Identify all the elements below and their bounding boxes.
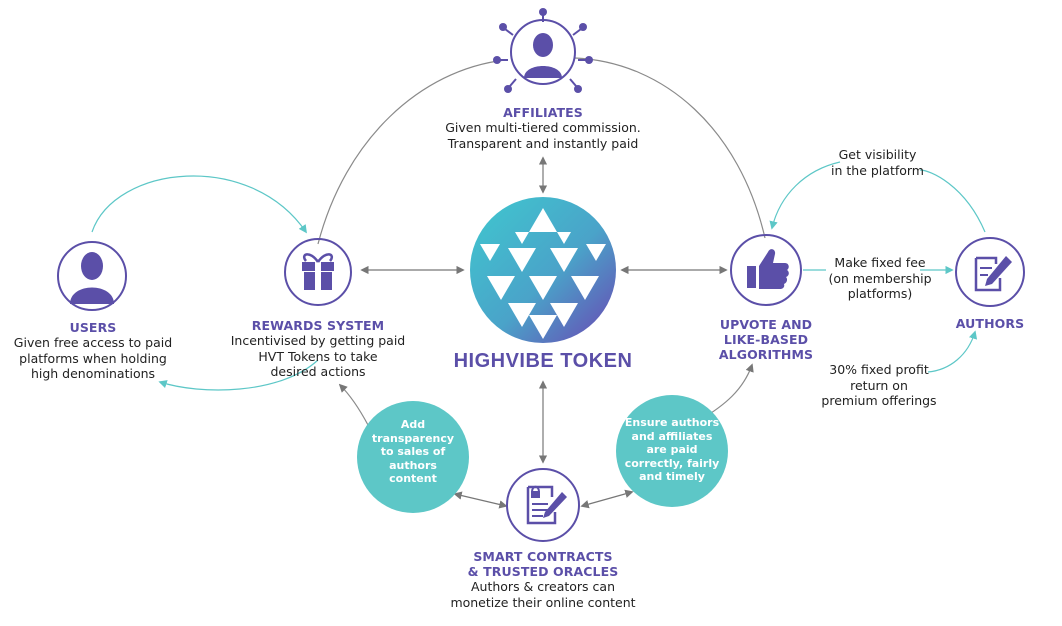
profit-label: 30% fixed profit return on premium offer… [810, 362, 948, 409]
right-bubble [616, 395, 728, 507]
contract-icon [506, 468, 580, 542]
visibility-line-1: Get visibility [838, 147, 917, 162]
left-bubble-line-3: to sales of [380, 445, 446, 458]
affiliates-desc-2: Transparent and instantly paid [447, 135, 639, 151]
teal-users-to-rewards [91, 175, 307, 234]
right-bubble-line-2: and affiliates [631, 429, 713, 443]
affiliates-title: AFFILIATES [503, 105, 583, 120]
teal-rewards-to-users [158, 359, 319, 391]
rewards-label: REWARDS SYSTEM Incentivised by getting p… [218, 318, 418, 380]
authors-label: AUTHORS [945, 316, 1035, 331]
users-desc-3: high denominations [30, 366, 156, 381]
left-bubble-text: Add transparency to sales of authors con… [360, 418, 466, 486]
left-bubble-line-5: content [389, 472, 437, 485]
upvote-title-1: UPVOTE AND [719, 317, 813, 332]
arrow-contracts-rightbubble [580, 489, 634, 509]
arrow-contracts-leftbubble [453, 491, 508, 509]
person-icon [57, 241, 127, 311]
contracts-title-1: SMART CONTRACTS [473, 549, 613, 564]
affiliates-label: AFFILIATES Given multi-tiered commission… [420, 105, 666, 151]
users-label: USERS Given free access to paid platform… [5, 320, 181, 382]
right-bubble-text: Ensure authors and affiliates are paid c… [617, 416, 727, 484]
right-bubble-line-4: correctly, fairly [624, 456, 720, 470]
left-bubble [357, 401, 469, 513]
thumbs-up-icon [730, 234, 802, 306]
arc-affiliates-upvote [574, 57, 766, 239]
rewards-desc-1: Incentivised by getting paid [230, 333, 406, 348]
fixed-fee-label: Make fixed fee (on membership platforms) [820, 255, 940, 302]
profit-line-2: return on [850, 377, 908, 393]
right-bubble-line-3: are paid [646, 443, 698, 456]
contracts-desc-2: monetize their online content [450, 594, 636, 610]
rewards-desc-3: desired actions [270, 364, 366, 379]
fixed-fee-line-1: Make fixed fee [834, 255, 926, 270]
users-desc-2: platforms when holding [19, 350, 167, 366]
upvote-title-2: LIKE-BASED [723, 332, 809, 347]
teal-authors-to-upvote [772, 161, 986, 232]
contracts-title-2: & TRUSTED ORACLES [467, 564, 619, 579]
affiliates-desc-1: Given multi-tiered commission. [445, 120, 641, 135]
upvote-title-3: ALGORITHMS [718, 347, 814, 362]
rewards-desc-2: HVT Tokens to take [258, 348, 378, 364]
right-bubble-line-1: Ensure authors [624, 416, 720, 429]
upvote-label: UPVOTE AND LIKE-BASED ALGORITHMS [705, 317, 827, 362]
authors-title: AUTHORS [955, 316, 1025, 331]
profit-line-1: 30% fixed profit [829, 362, 929, 377]
users-title: USERS [69, 320, 117, 335]
network-dots [493, 8, 593, 93]
token-name: HIGHVIBE TOKEN [453, 350, 633, 372]
highvibe-token-logo [470, 197, 616, 343]
visibility-label: Get visibility in the platform [815, 147, 940, 178]
teal-profit-to-authors [927, 330, 978, 373]
rewards-title: REWARDS SYSTEM [251, 318, 385, 333]
edit-document-icon [955, 237, 1025, 307]
fixed-fee-line-2: (on membership [828, 270, 932, 286]
users-desc-1: Given free access to paid [13, 335, 173, 350]
left-bubble-line-1: Add [400, 418, 426, 431]
arc-bubble-rewards [338, 383, 369, 426]
contracts-desc-1: Authors & creators can [470, 579, 615, 594]
fixed-fee-line-3: platforms) [847, 286, 913, 301]
network-person-icon [500, 14, 586, 87]
smart-contracts-label: SMART CONTRACTS & TRUSTED ORACLES Author… [420, 549, 666, 610]
profit-line-3: premium offerings [821, 393, 937, 408]
left-bubble-line-4: authors [389, 458, 437, 472]
left-bubble-line-2: transparency [371, 431, 455, 445]
arc-affiliates-rewards [317, 59, 506, 245]
gift-icon [284, 238, 352, 306]
visibility-line-2: in the platform [831, 162, 924, 178]
right-bubble-line-5: and timely [639, 470, 705, 483]
